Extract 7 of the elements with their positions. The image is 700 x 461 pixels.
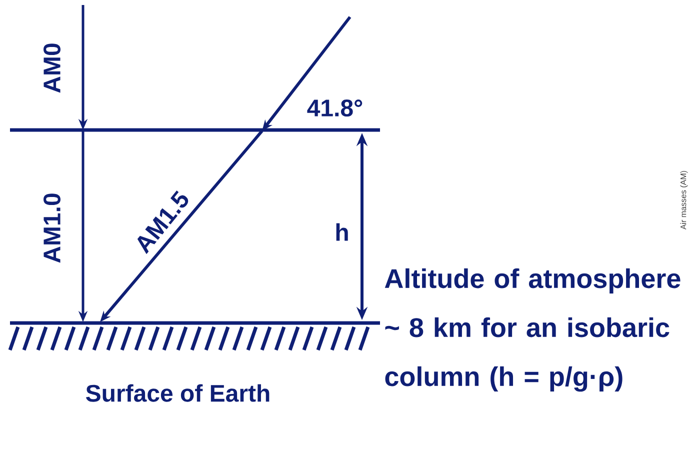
ray-label: AM0: [44, 44, 60, 93]
ray-label: AM1.0: [44, 194, 60, 263]
angle-label: 41.8°: [307, 100, 362, 116]
atmosphere-note: Altitude of atmosphere ~ 8 km for an isobaric column (h = p/g·ρ): [384, 268, 680, 392]
side-note: Air masses (AM): [680, 170, 688, 230]
surface-label: Surface of Earth: [86, 384, 270, 402]
height-label: h: [336, 223, 348, 241]
